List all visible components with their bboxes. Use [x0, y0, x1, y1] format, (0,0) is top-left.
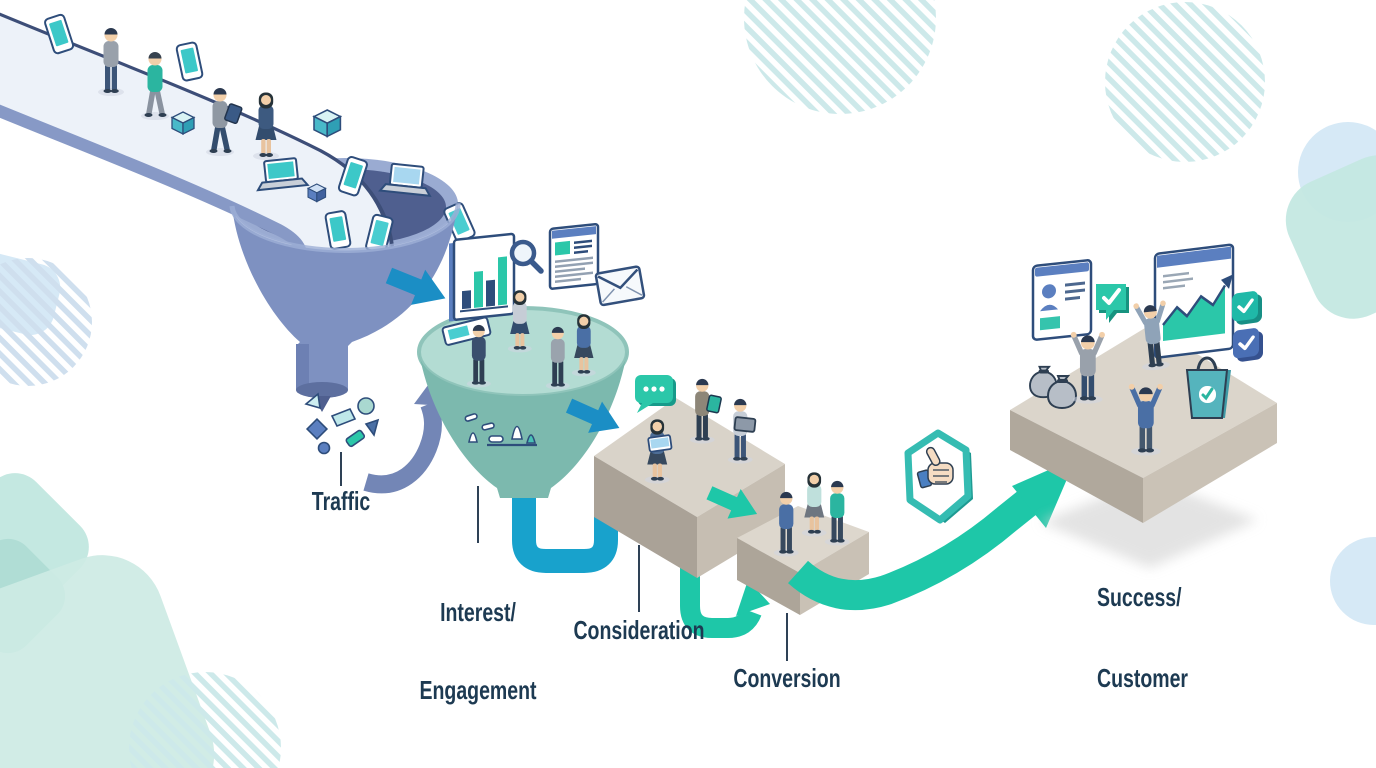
success-platform — [1010, 243, 1277, 568]
envelope-icon — [594, 265, 646, 307]
laptop-icon — [733, 416, 757, 433]
chat-bubble-icon — [635, 375, 676, 413]
label-interest-line1: Interest/ — [440, 597, 516, 627]
label-conversion: Conversion — [733, 663, 841, 693]
under-arrow-consideration-conversion — [680, 540, 770, 638]
striped-circle-top-right — [1105, 2, 1265, 162]
engagement-icons — [449, 222, 646, 322]
striped-circle-top — [744, 0, 936, 114]
cube-icon — [313, 109, 342, 138]
platform-shadow — [1040, 478, 1258, 568]
shopping-bag-icon — [1185, 356, 1231, 419]
check-bubble-icon — [1096, 284, 1129, 323]
analytics-window-icon — [1153, 243, 1235, 359]
blob-teal-top-right — [1285, 155, 1376, 319]
traffic-funnel — [0, 12, 477, 412]
striped-circle-left — [0, 258, 92, 386]
label-interest-line2: Engagement — [419, 675, 537, 705]
cube-icon — [307, 183, 327, 203]
check-badge-blue-icon — [1233, 328, 1263, 362]
tablet-table — [441, 316, 492, 346]
thumbs-up-badge-icon — [904, 429, 973, 524]
cube-icon — [171, 111, 195, 135]
label-success-customer: Success/ Customer — [1097, 530, 1188, 719]
pipe-interest-to-consideration — [512, 470, 618, 573]
label-success-line2: Customer — [1097, 663, 1189, 693]
traffic-ramp — [0, 12, 395, 272]
incoming-visitors — [43, 12, 342, 192]
stage-leader-lines — [340, 452, 788, 661]
consideration-platform — [594, 375, 785, 578]
check-badge-teal-icon — [1232, 291, 1262, 325]
label-traffic: Traffic — [311, 486, 371, 516]
tablet-icon — [706, 394, 722, 414]
bar-chart-board-icon — [449, 232, 516, 322]
magnifier-icon — [509, 239, 544, 274]
label-consideration: Consideration — [573, 615, 705, 645]
laptop-icon — [647, 434, 673, 453]
smartphone-icon — [175, 40, 205, 83]
id-card-window-icon — [1031, 259, 1093, 341]
label-success-line1: Success/ — [1097, 582, 1182, 612]
bottle-glyphs — [464, 413, 537, 447]
tablet-icon — [224, 103, 243, 125]
blob-teal-bottom-left — [0, 555, 215, 768]
label-interest-engagement: Interest/ Engagement — [388, 547, 568, 729]
filtered-particles — [304, 392, 380, 455]
interest-people — [441, 290, 596, 390]
blob-blue-bottom-right — [1330, 537, 1376, 625]
webpage-icon — [548, 222, 600, 290]
striped-circle-bottom-left — [129, 672, 281, 768]
